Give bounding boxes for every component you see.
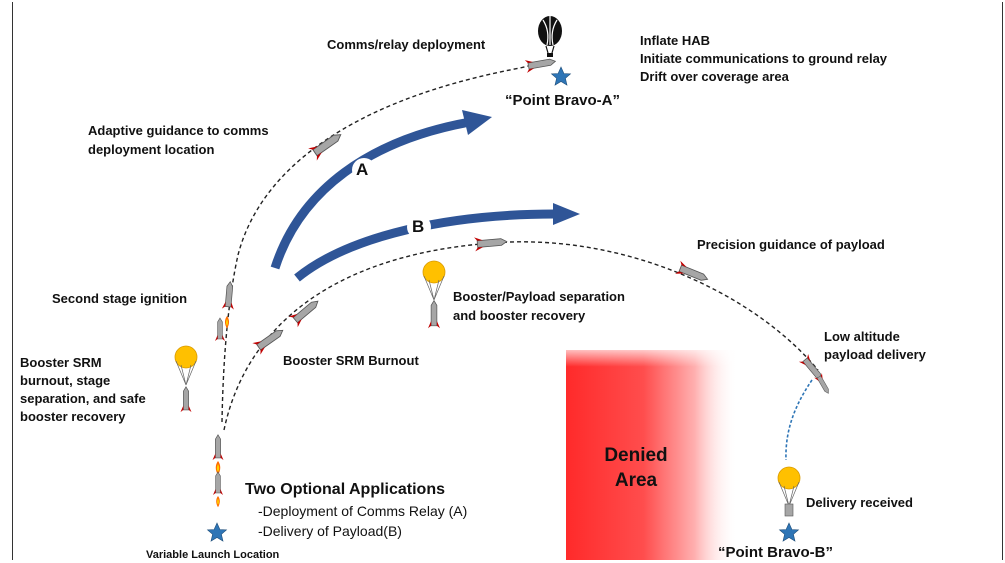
point-bravo-a-label: “Point Bravo-A” bbox=[505, 92, 621, 109]
point-bravo-b-label: “Point Bravo-B” bbox=[718, 544, 834, 561]
rocket-icon-stage-a bbox=[214, 317, 226, 342]
denied-area-zone bbox=[566, 350, 738, 560]
two-optional-applications-title: Two Optional Applications bbox=[245, 481, 445, 498]
rocket-icon-precision bbox=[674, 260, 711, 287]
rocket-icon-srm-burnout-2 bbox=[288, 295, 324, 328]
low-altitude-delivery-label: Low altitude payload delivery bbox=[824, 329, 926, 362]
rocket-icon-apex-b bbox=[473, 233, 509, 253]
rocket-icon-second-stage bbox=[221, 280, 237, 311]
arrow-b bbox=[294, 203, 580, 282]
path-a-label: A bbox=[356, 160, 369, 179]
trajectory-a-path bbox=[221, 65, 529, 423]
label-bg-a bbox=[352, 158, 376, 182]
precision-guidance-label: Precision guidance of payload bbox=[697, 237, 885, 252]
arrow-a bbox=[270, 110, 492, 270]
parachute-icon-left bbox=[174, 345, 198, 413]
rocket-icon-srm-burnout bbox=[251, 323, 288, 356]
comms-relay-deployment-label: Comms/relay deployment bbox=[327, 37, 486, 52]
adaptive-guidance-label: Adaptive guidance to comms deployment lo… bbox=[88, 123, 269, 157]
booster-srm-burnout-label: Booster SRM Burnout bbox=[283, 353, 419, 368]
rocket-icon-adaptive bbox=[307, 127, 346, 162]
frame-border bbox=[12, 2, 1003, 560]
label-bg-b bbox=[407, 215, 431, 239]
star-icon-bravo-a bbox=[551, 66, 571, 86]
booster-srm-recovery-label: Booster SRM burnout, stage separation, a… bbox=[20, 355, 146, 424]
parachute-icon-mid bbox=[422, 260, 446, 329]
flame-icon-liftoff-a bbox=[216, 496, 220, 508]
rocket-icon-liftoff-a bbox=[212, 471, 224, 496]
rocket-icon-launch bbox=[211, 434, 225, 461]
delivery-received-label: Delivery received bbox=[806, 495, 913, 510]
booster-payload-separation-label: Booster/Payload separation and booster r… bbox=[453, 289, 625, 323]
star-icon-bravo-b bbox=[779, 522, 799, 542]
rocket-icon-comms bbox=[524, 54, 558, 74]
denied-area-label: Denied Area bbox=[604, 445, 668, 491]
star-icon-launch bbox=[207, 522, 227, 542]
parachute-icon-delivery bbox=[777, 466, 801, 517]
balloon-icon bbox=[538, 16, 562, 57]
path-b-label: B bbox=[412, 217, 425, 236]
app-a-label: -Deployment of Comms Relay (A) bbox=[258, 503, 468, 519]
variable-launch-location-label: Variable Launch Location bbox=[146, 549, 280, 561]
flame-icon-second-stage bbox=[224, 316, 230, 329]
second-stage-ignition-label: Second stage ignition bbox=[52, 291, 188, 306]
payload-descent-path bbox=[785, 379, 813, 461]
app-b-label: -Delivery of Payload(B) bbox=[258, 523, 402, 539]
hab-actions-label: Inflate HAB Initiate communications to g… bbox=[640, 33, 888, 84]
